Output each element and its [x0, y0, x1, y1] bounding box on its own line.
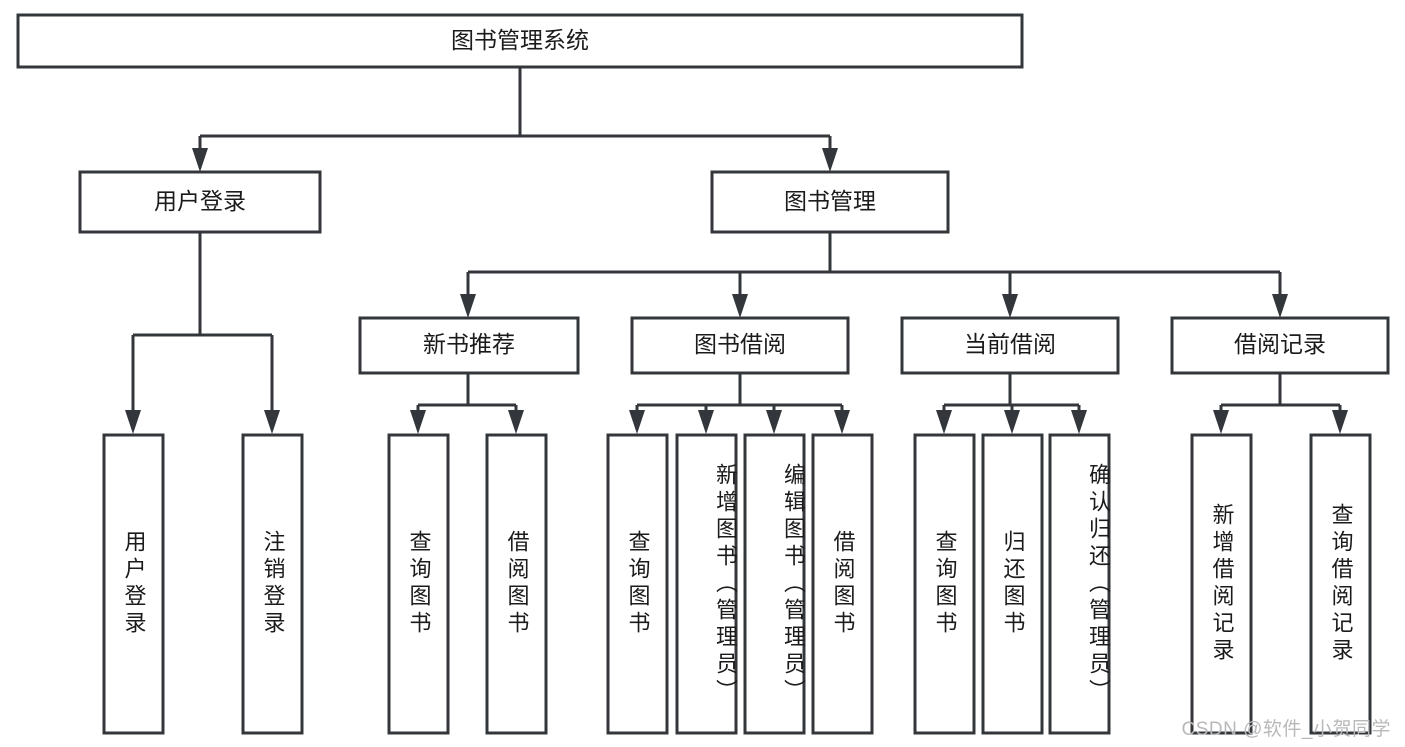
leaf-box-book-borrow-query[interactable] — [606, 433, 669, 735]
leaf-box-new-book-query[interactable] — [387, 433, 450, 735]
node-new-book-recommend-box[interactable] — [358, 316, 580, 375]
arrowhead-current-borrow-leaf-1 — [936, 410, 952, 434]
connector-group-book-mgmt — [460, 232, 1288, 318]
arrowhead-root-to-user-login — [192, 148, 208, 172]
arrowhead-book-mgmt-to-book-borrow — [732, 294, 748, 318]
leaf-box-new-book-borrow[interactable] — [485, 433, 548, 735]
arrowhead-new-book-leaf-2 — [508, 410, 524, 434]
node-user-login-box[interactable] — [78, 170, 322, 234]
arrowhead-book-borrow-leaf-4 — [834, 410, 850, 434]
arrowhead-current-borrow-leaf-3 — [1071, 410, 1087, 434]
node-root[interactable]: 图书管理系统 — [16, 13, 1024, 69]
node-borrow-record[interactable]: 借阅记录 — [1170, 316, 1390, 375]
arrowhead-user-login-leaf-2 — [264, 410, 280, 434]
node-current-borrow-box[interactable] — [900, 316, 1120, 375]
arrowhead-book-borrow-leaf-3 — [766, 410, 782, 434]
node-user-login-label: 用户登录 — [154, 188, 246, 214]
connector-group-current-borrow — [936, 373, 1087, 434]
node-current-borrow-label: 当前借阅 — [964, 331, 1056, 357]
leaf-box-book-borrow-add[interactable] — [675, 433, 738, 735]
node-book-borrow[interactable]: 图书借阅 — [630, 316, 850, 375]
node-book-management-label: 图书管理 — [784, 188, 876, 214]
arrowhead-book-mgmt-to-current-borrow — [1002, 294, 1018, 318]
leaf-box-book-borrow-edit[interactable] — [743, 433, 806, 735]
node-book-borrow-box[interactable] — [630, 316, 850, 375]
arrowhead-root-to-book-mgmt — [822, 148, 838, 172]
leaf-box-current-borrow-query[interactable] — [913, 433, 976, 735]
node-book-management[interactable]: 图书管理 — [710, 170, 950, 234]
node-root-label: 图书管理系统 — [451, 27, 589, 53]
node-book-management-box[interactable] — [710, 170, 950, 234]
connector-group-root — [192, 67, 838, 172]
connector-group-user-login — [125, 232, 280, 434]
leaf-box-borrow-record-query[interactable] — [1309, 433, 1372, 735]
arrowhead-borrow-record-leaf-2 — [1332, 410, 1348, 434]
arrowhead-new-book-leaf-1 — [410, 410, 426, 434]
leaf-box-borrow-record-add[interactable] — [1190, 433, 1253, 735]
arrowhead-borrow-record-leaf-1 — [1213, 410, 1229, 434]
watermark-text: CSDN @软件_小贺同学 — [1181, 719, 1391, 740]
node-root-box[interactable] — [16, 13, 1024, 69]
node-current-borrow[interactable]: 当前借阅 — [900, 316, 1120, 375]
node-borrow-record-box[interactable] — [1170, 316, 1390, 375]
leaf-box-user-login-login[interactable] — [102, 433, 165, 735]
leaf-box-current-borrow-return[interactable] — [981, 433, 1044, 735]
arrowhead-book-mgmt-to-borrow-record — [1272, 294, 1288, 318]
connector-group-borrow-record — [1213, 373, 1348, 434]
arrowhead-user-login-leaf-1 — [125, 410, 141, 434]
node-borrow-record-label: 借阅记录 — [1234, 331, 1326, 357]
node-new-book-recommend[interactable]: 新书推荐 — [358, 316, 580, 375]
node-new-book-recommend-label: 新书推荐 — [423, 331, 515, 357]
leaf-box-book-borrow-lend[interactable] — [811, 433, 874, 735]
leaf-box-user-login-logout[interactable] — [241, 433, 304, 735]
connector-group-new-book — [410, 373, 524, 434]
arrowhead-book-borrow-leaf-2 — [698, 410, 714, 434]
arrowhead-book-mgmt-to-new-book — [460, 294, 476, 318]
arrowhead-book-borrow-leaf-1 — [629, 410, 645, 434]
node-book-borrow-label: 图书借阅 — [694, 331, 786, 357]
connector-group-book-borrow — [629, 373, 850, 434]
leaf-box-current-borrow-confirm[interactable] — [1048, 433, 1111, 735]
arrowhead-current-borrow-leaf-2 — [1004, 410, 1020, 434]
node-user-login[interactable]: 用户登录 — [78, 170, 322, 234]
